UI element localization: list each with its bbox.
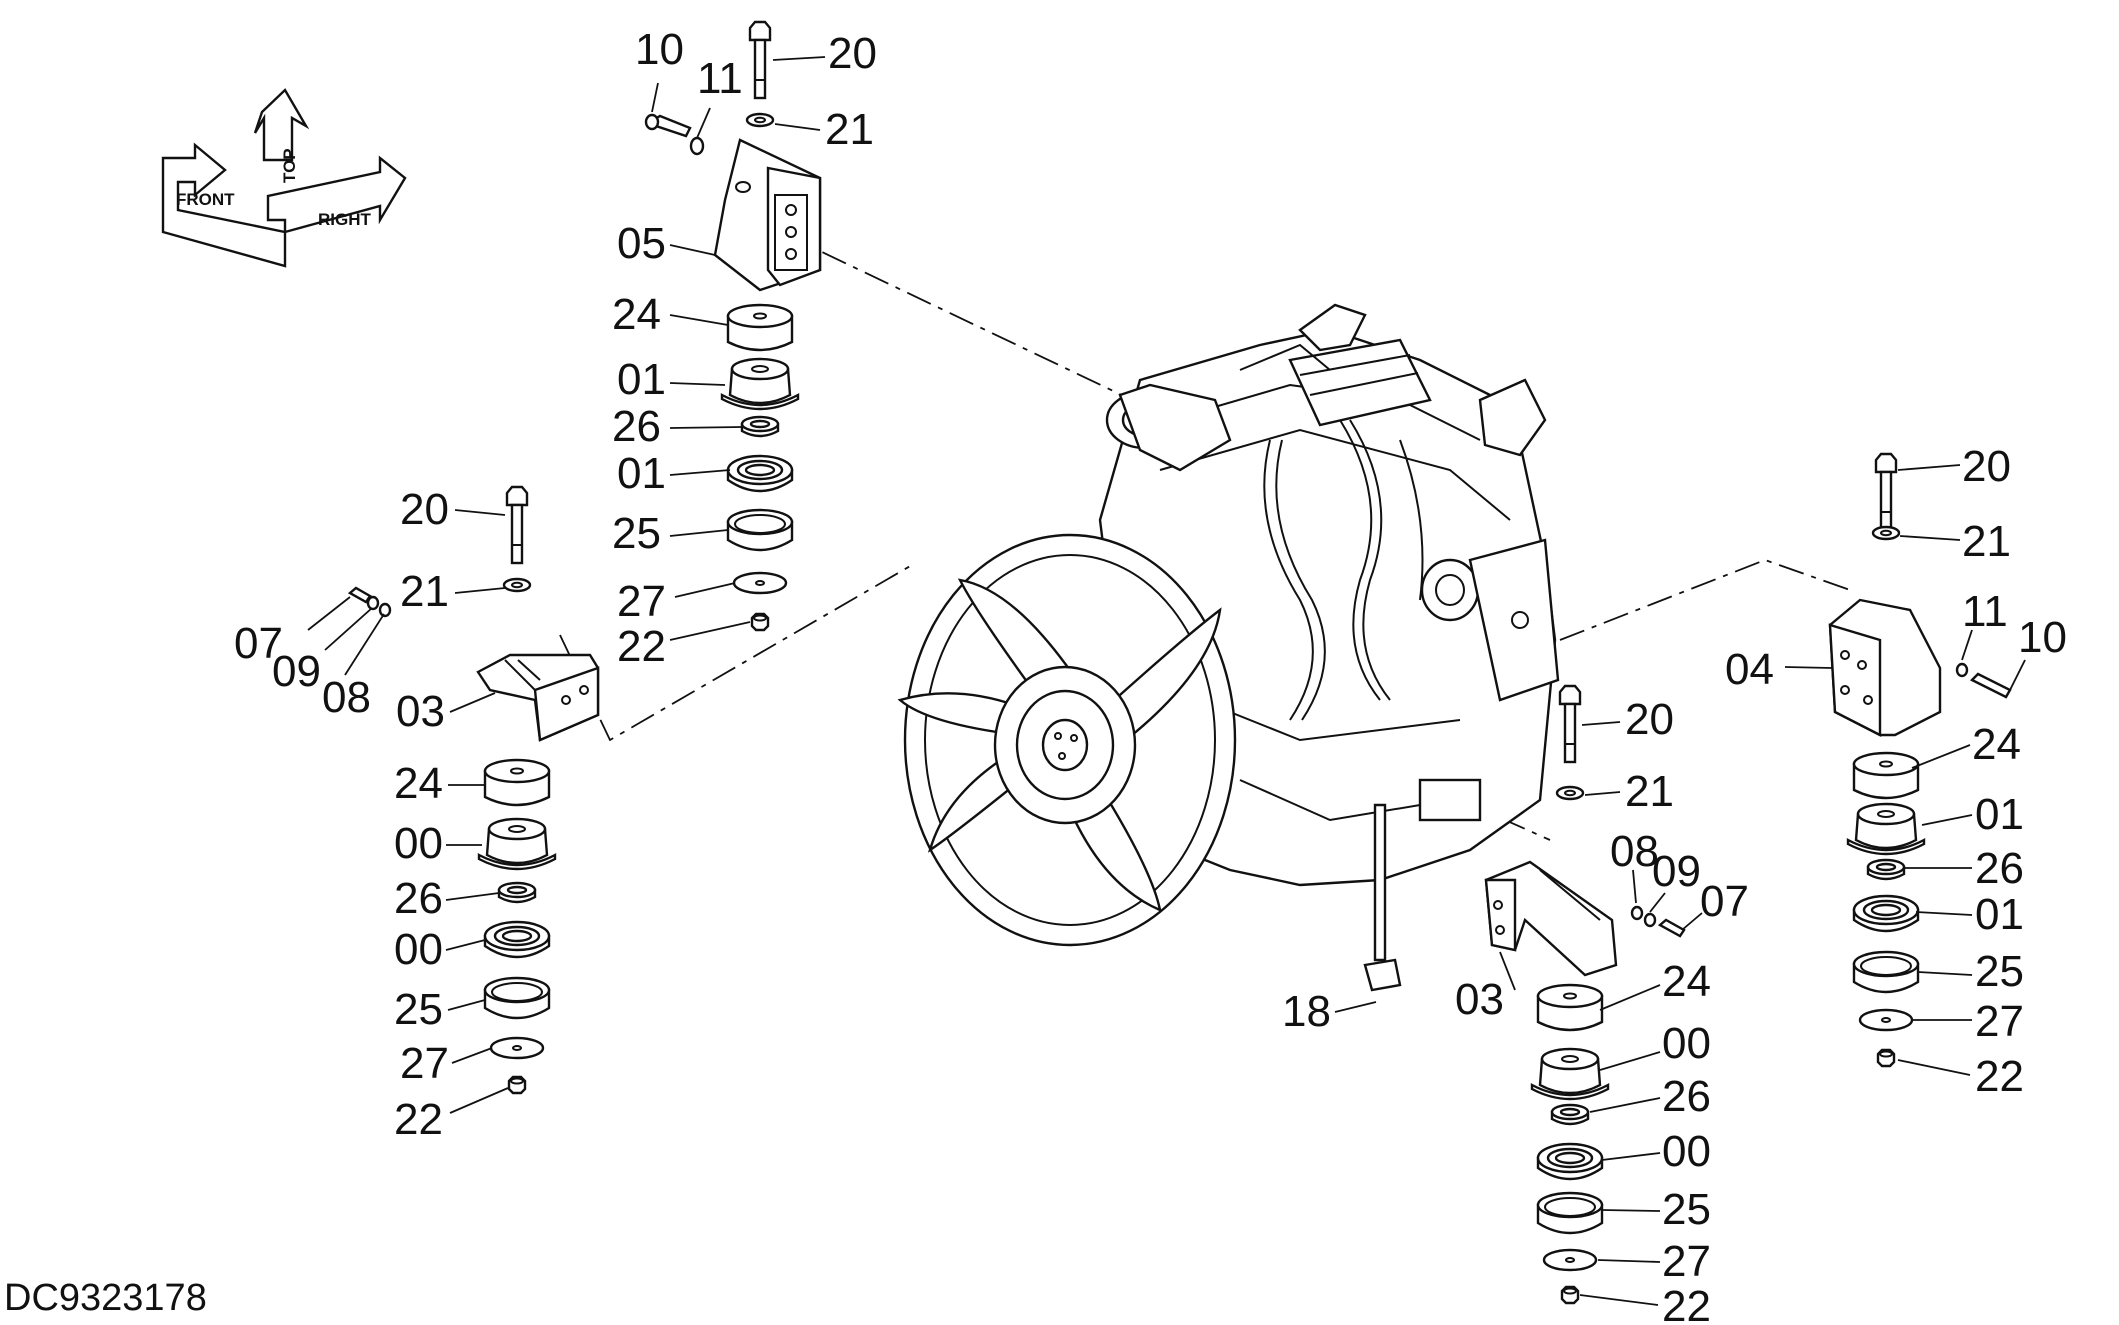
callout-fr-lockwasher: 11 [697,54,743,103]
callout-rr-nut: 22 [1975,1052,2024,1101]
callout-drain-clip: 18 [1282,987,1331,1036]
callout-fr-cushion-a: 01 [617,355,666,404]
callout-rc-flatwasher: 08 [1610,827,1659,876]
callout-rc-lockwasher: 09 [1652,847,1701,896]
callout-rc-cup: 25 [1662,1185,1711,1234]
svg-text:FRONT: FRONT [176,190,235,209]
svg-text:RIGHT: RIGHT [318,210,372,229]
callout-fl-cushion-a: 00 [394,819,443,868]
callout-rr-plate: 27 [1975,997,2024,1046]
callout-rc-plate: 27 [1662,1237,1711,1286]
callout-rc-bolt: 20 [1625,695,1674,744]
callout-fl-lockwasher: 09 [272,647,321,696]
callout-fl-bracket: 03 [396,687,445,736]
callout-rr-lockwasher: 11 [1962,587,2008,636]
callout-rc-nut: 22 [1662,1282,1711,1325]
callout-rr-cushion-a: 01 [1975,790,2024,839]
callout-fr-spacer: 26 [612,402,661,451]
callout-fl-washer: 21 [400,567,449,616]
callout-rr-mount-top: 24 [1972,720,2021,769]
engine-assembly [897,303,1560,992]
callout-fl-spacer: 26 [394,874,443,923]
callout-fl-plate: 27 [400,1039,449,1088]
callout-fr-nut: 22 [617,622,666,671]
orientation-arrow-icon: FRONT RIGHT TOP [161,88,407,268]
callout-fr-cup: 25 [612,509,661,558]
callout-rr-washer: 21 [1962,517,2011,566]
callout-fl-bolt-small: 07 [234,619,283,668]
rear-center-mount-stack [1484,684,1703,1306]
front-left-mount-stack [307,485,600,1114]
callout-rr-cup: 25 [1975,947,2024,996]
callout-fl-nut: 22 [394,1095,443,1144]
callout-fl-flatwasher: 08 [322,673,371,722]
callout-rc-mount-top: 24 [1662,957,1711,1006]
callout-rc-cushion-a: 00 [1662,1019,1711,1068]
callout-fl-cushion-b: 00 [394,925,443,974]
callout-fr-bolt-small: 10 [635,25,684,74]
callout-fr-cushion-b: 01 [617,449,666,498]
callout-rr-spacer: 26 [1975,844,2024,893]
callout-fr-mount-top: 24 [612,290,661,339]
callout-rc-bolt-small: 07 [1700,877,1749,926]
callout-rc-spacer: 26 [1662,1072,1711,1121]
svg-text:TOP: TOP [280,148,299,183]
callout-fr-washer: 21 [825,105,874,154]
callout-fr-bolt: 20 [828,29,877,78]
callout-fl-cup: 25 [394,985,443,1034]
callout-rr-bolt-small: 10 [2018,613,2067,662]
callout-rc-bracket: 03 [1455,975,1504,1024]
callout-rc-washer: 21 [1625,767,1674,816]
callout-rr-cushion-b: 01 [1975,890,2024,939]
callout-rc-cushion-b: 00 [1662,1127,1711,1176]
drawing-number: DC9323178 [4,1277,207,1319]
callout-rr-bolt: 20 [1962,442,2011,491]
callout-fr-plate: 27 [617,577,666,626]
front-right-mount-stack [644,20,826,641]
callout-rr-bracket: 04 [1725,645,1774,694]
rear-right-mount-stack [1784,452,2026,1076]
callout-fr-bracket: 05 [617,219,666,268]
callout-fl-mount-top: 24 [394,759,443,808]
callout-fl-bolt: 20 [400,485,449,534]
